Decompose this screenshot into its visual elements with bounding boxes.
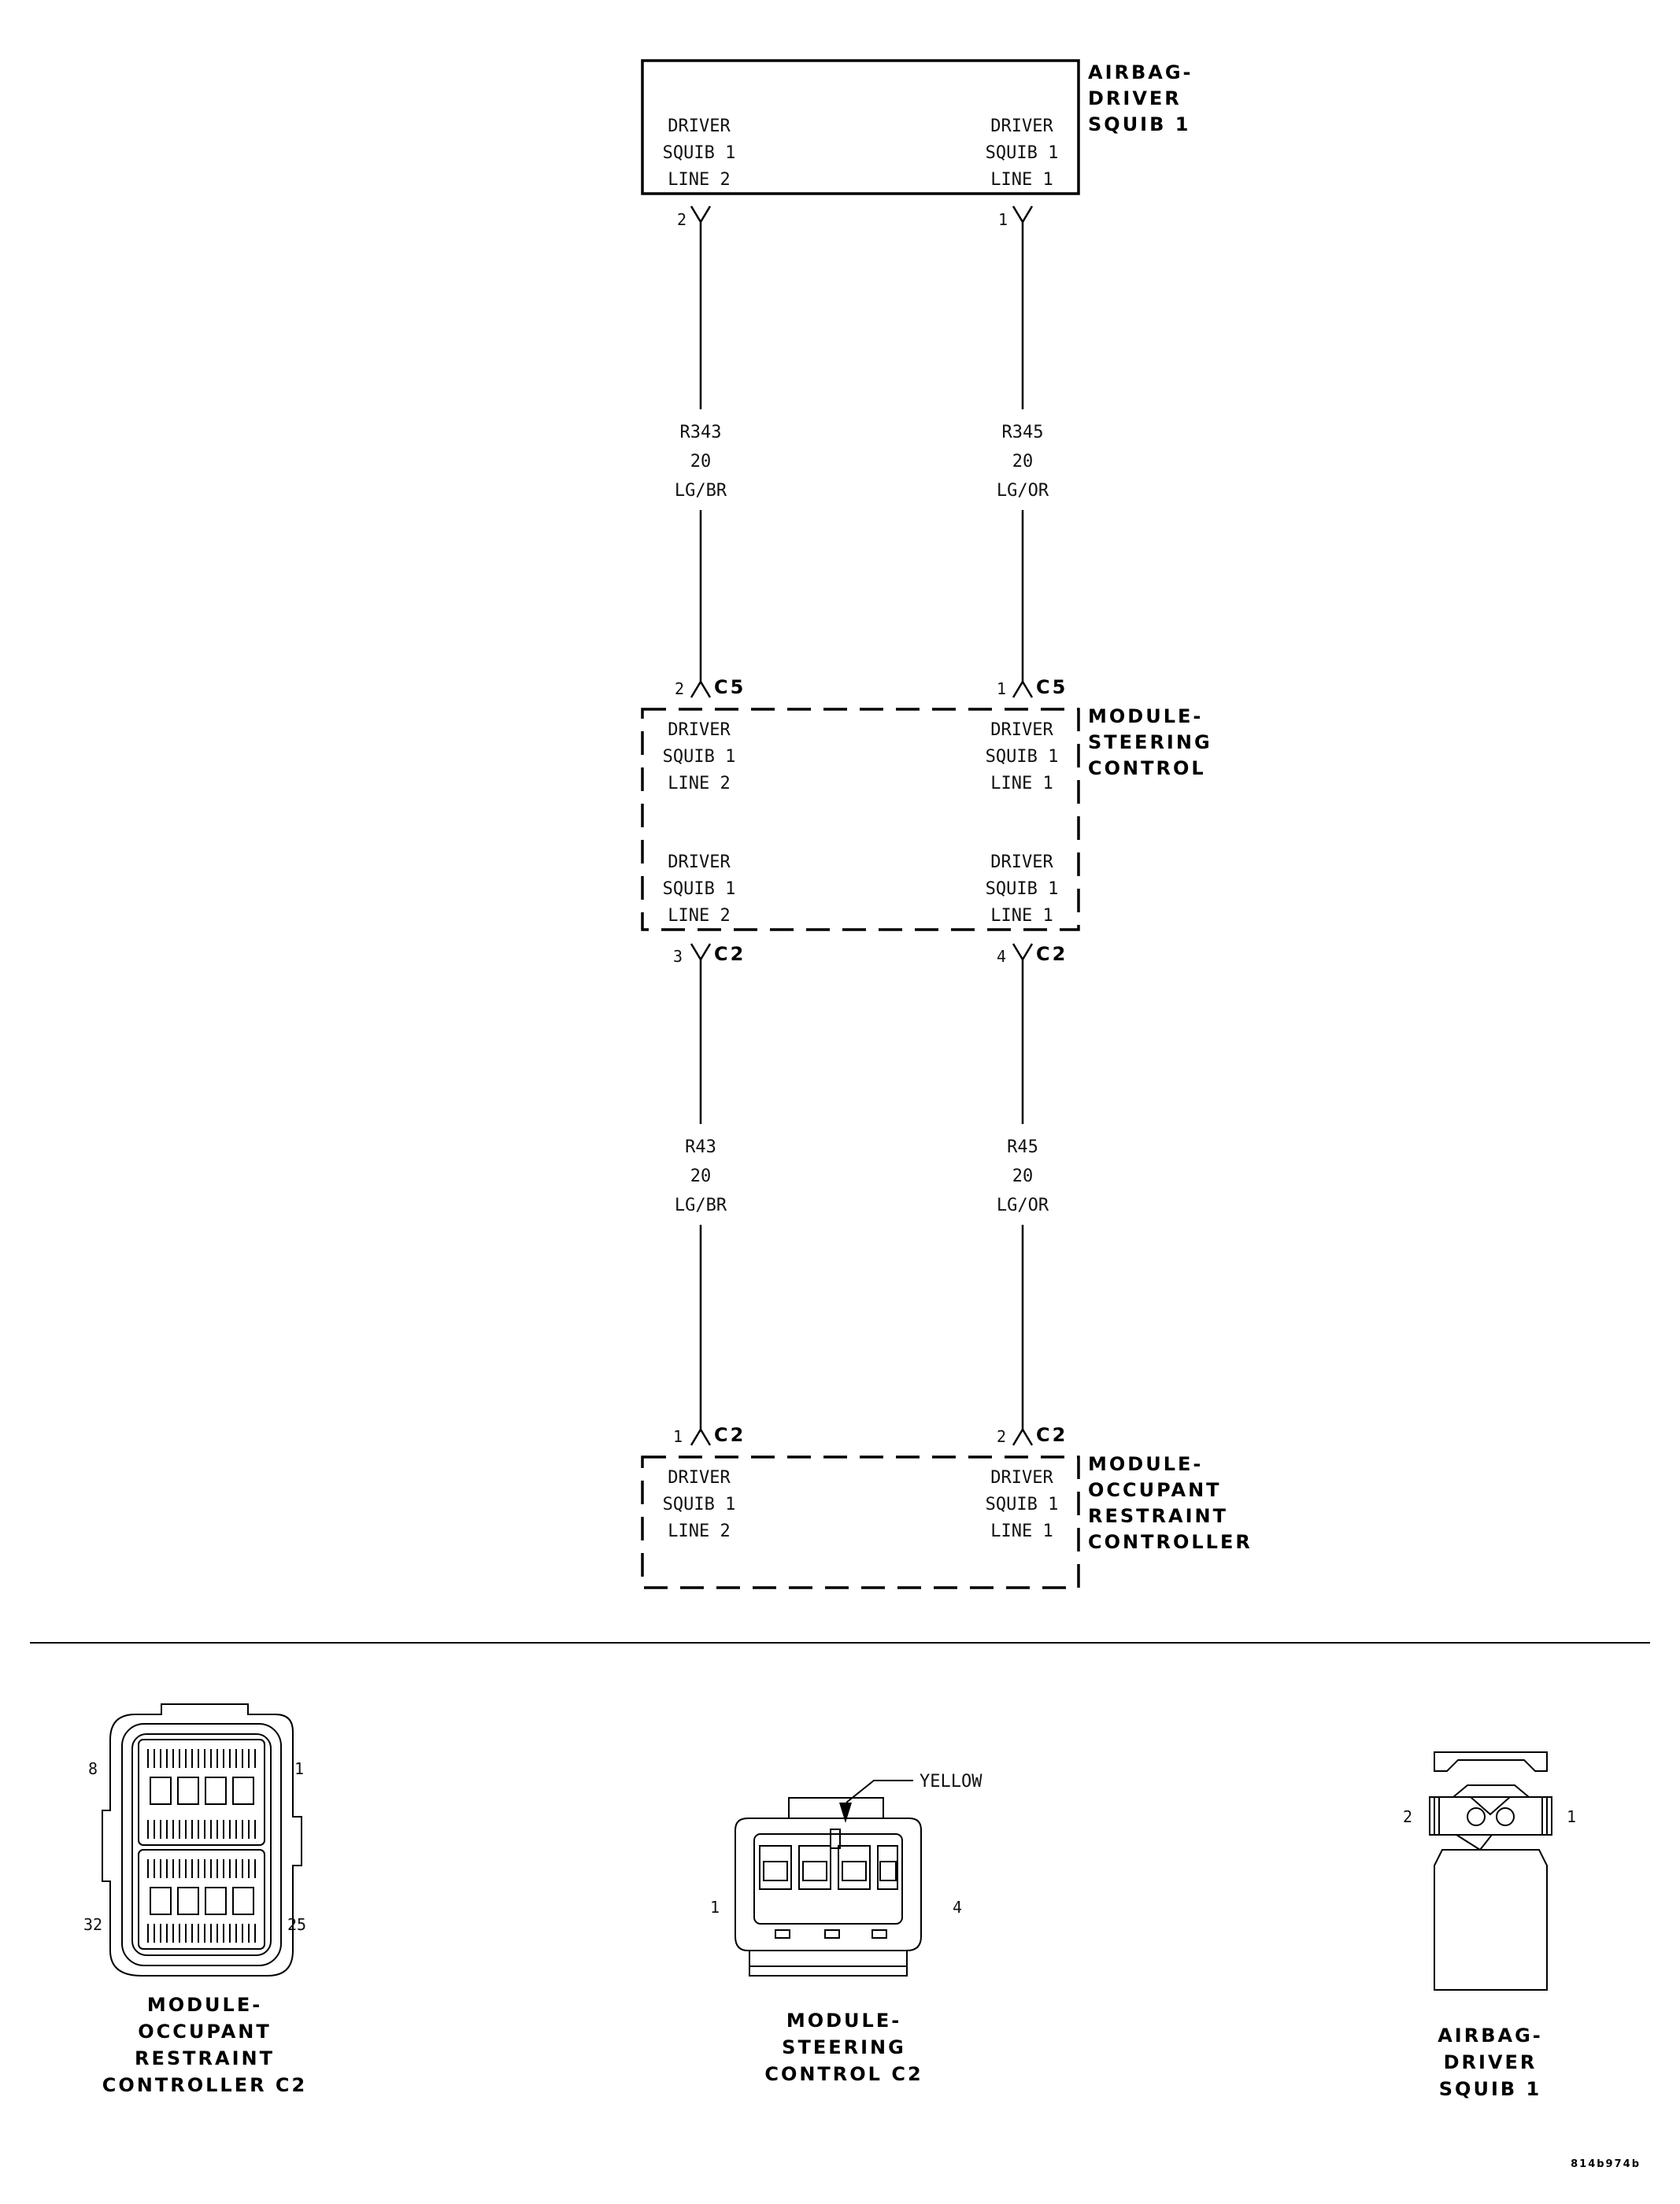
steer-bot-right-conn: C2	[1036, 943, 1068, 965]
steer-top-right-pin: 1	[997, 679, 1006, 698]
steer-top-left-pin: 2	[675, 679, 684, 698]
airbag-left-label-2: SQUIB 1	[663, 143, 736, 163]
orc-c2-pin-1: 1	[294, 1759, 304, 1778]
orc-c2-name-1: MODULE-	[147, 1994, 262, 2016]
airbag-box	[641, 59, 1080, 195]
wire-r45-code: R45	[1007, 1137, 1038, 1157]
orc-title-1: MODULE-	[1088, 1453, 1203, 1475]
steer-top-right-terminal	[1012, 679, 1034, 698]
steer-tl-2: SQUIB 1	[663, 747, 736, 767]
airbag-conn-pin-2: 2	[1403, 1807, 1412, 1826]
orc-c2-name-3: RESTRAINT	[135, 2047, 275, 2069]
steer-br-1: DRIVER	[990, 852, 1053, 872]
airbag-right-label-1: DRIVER	[990, 116, 1053, 136]
orc-left-label-3: LINE 2	[668, 1522, 730, 1541]
orc-right-label-1: DRIVER	[990, 1468, 1053, 1488]
steering-box	[641, 708, 1080, 931]
airbag-title-1: AIRBAG-	[1088, 61, 1193, 83]
airbag-title-2: DRIVER	[1088, 87, 1182, 109]
steer-bot-left-pin: 3	[673, 947, 683, 966]
orc-c2-pin-8: 8	[88, 1759, 98, 1778]
steer-bot-left-terminal	[690, 943, 712, 962]
steer-top-left-terminal	[690, 679, 712, 698]
orc-title-4: CONTROLLER	[1088, 1531, 1253, 1553]
airbag-conn-name-3: SQUIB 1	[1439, 2078, 1541, 2100]
orc-title-3: RESTRAINT	[1088, 1505, 1228, 1527]
wire-r345-color: LG/OR	[997, 481, 1049, 501]
airbag-right-label-3: LINE 1	[990, 170, 1053, 190]
wire-r343-gauge: 20	[690, 452, 712, 471]
orc-c2-pin-25: 25	[287, 1915, 306, 1934]
steer-tl-1: DRIVER	[668, 720, 731, 740]
orc-right-pin: 2	[997, 1427, 1006, 1446]
airbag-right-terminal	[1012, 205, 1034, 224]
steer-tr-2: SQUIB 1	[986, 747, 1059, 767]
steering-c2-name-1: MODULE-	[786, 2010, 901, 2032]
orc-c2-pin-32: 32	[83, 1915, 102, 1934]
airbag-title-3: SQUIB 1	[1088, 113, 1190, 135]
steer-tl-3: LINE 2	[668, 774, 730, 793]
airbag-right-pin: 1	[998, 210, 1008, 229]
steering-c2-name-2: STEERING	[782, 2036, 906, 2058]
wire-r45-gauge: 20	[1012, 1167, 1034, 1186]
orc-right-terminal	[1012, 1427, 1034, 1446]
steering-title-3: CONTROL	[1088, 757, 1206, 779]
steer-bl-2: SQUIB 1	[663, 879, 736, 899]
wire-r345-code: R345	[1002, 423, 1044, 442]
wire-r43-gauge: 20	[690, 1167, 712, 1186]
airbag-connector-face	[1429, 1751, 1552, 1991]
steering-c2-name-3: CONTROL C2	[764, 2063, 923, 2085]
steer-bot-right-terminal	[1012, 943, 1034, 962]
wire-r43-color: LG/BR	[675, 1196, 727, 1215]
airbag-conn-name-2: DRIVER	[1444, 2051, 1538, 2073]
steer-bot-right-pin: 4	[997, 947, 1006, 966]
orc-box	[641, 1455, 1080, 1589]
wire-r343-code: R343	[680, 423, 722, 442]
orc-left-label-1: DRIVER	[668, 1468, 731, 1488]
steer-bl-1: DRIVER	[668, 852, 731, 872]
orc-title-2: OCCUPANT	[1088, 1479, 1222, 1501]
wire-r345-gauge: 20	[1012, 452, 1034, 471]
steer-bl-3: LINE 2	[668, 906, 730, 926]
steer-top-left-conn: C5	[714, 676, 746, 698]
steer-br-3: LINE 1	[990, 906, 1053, 926]
orc-left-pin: 1	[673, 1427, 683, 1446]
orc-c2-name-2: OCCUPANT	[138, 2021, 272, 2043]
steer-bot-left-conn: C2	[714, 943, 746, 965]
airbag-left-label-1: DRIVER	[668, 116, 731, 136]
airbag-left-pin: 2	[677, 210, 686, 229]
wire-r43-code: R43	[685, 1137, 716, 1157]
wire-r45-color: LG/OR	[997, 1196, 1049, 1215]
steer-tr-3: LINE 1	[990, 774, 1053, 793]
steering-c2-connector-face	[735, 1780, 922, 1977]
steer-br-2: SQUIB 1	[986, 879, 1059, 899]
wire-r343-color: LG/BR	[675, 481, 727, 501]
steering-c2-yellow-callout: YELLOW	[920, 1772, 982, 1792]
orc-left-conn: C2	[714, 1424, 746, 1446]
orc-right-label-3: LINE 1	[990, 1522, 1053, 1541]
steer-top-right-conn: C5	[1036, 676, 1068, 698]
airbag-conn-name-1: AIRBAG-	[1438, 2025, 1543, 2047]
orc-c2-connector-face	[102, 1703, 302, 1977]
steering-title-1: MODULE-	[1088, 705, 1203, 727]
steering-c2-pin-1: 1	[710, 1898, 720, 1917]
orc-right-label-2: SQUIB 1	[986, 1495, 1059, 1514]
steer-tr-1: DRIVER	[990, 720, 1053, 740]
orc-left-label-2: SQUIB 1	[663, 1495, 736, 1514]
orc-right-conn: C2	[1036, 1424, 1068, 1446]
orc-c2-name-4: CONTROLLER C2	[102, 2074, 307, 2096]
figure-id: 814b974b	[1571, 2158, 1641, 2170]
orc-left-terminal	[690, 1427, 712, 1446]
steering-c2-pin-4: 4	[953, 1898, 962, 1917]
airbag-left-label-3: LINE 2	[668, 170, 730, 190]
airbag-conn-pin-1: 1	[1567, 1807, 1576, 1826]
airbag-left-terminal	[690, 205, 712, 224]
airbag-right-label-2: SQUIB 1	[986, 143, 1059, 163]
steering-title-2: STEERING	[1088, 731, 1212, 753]
